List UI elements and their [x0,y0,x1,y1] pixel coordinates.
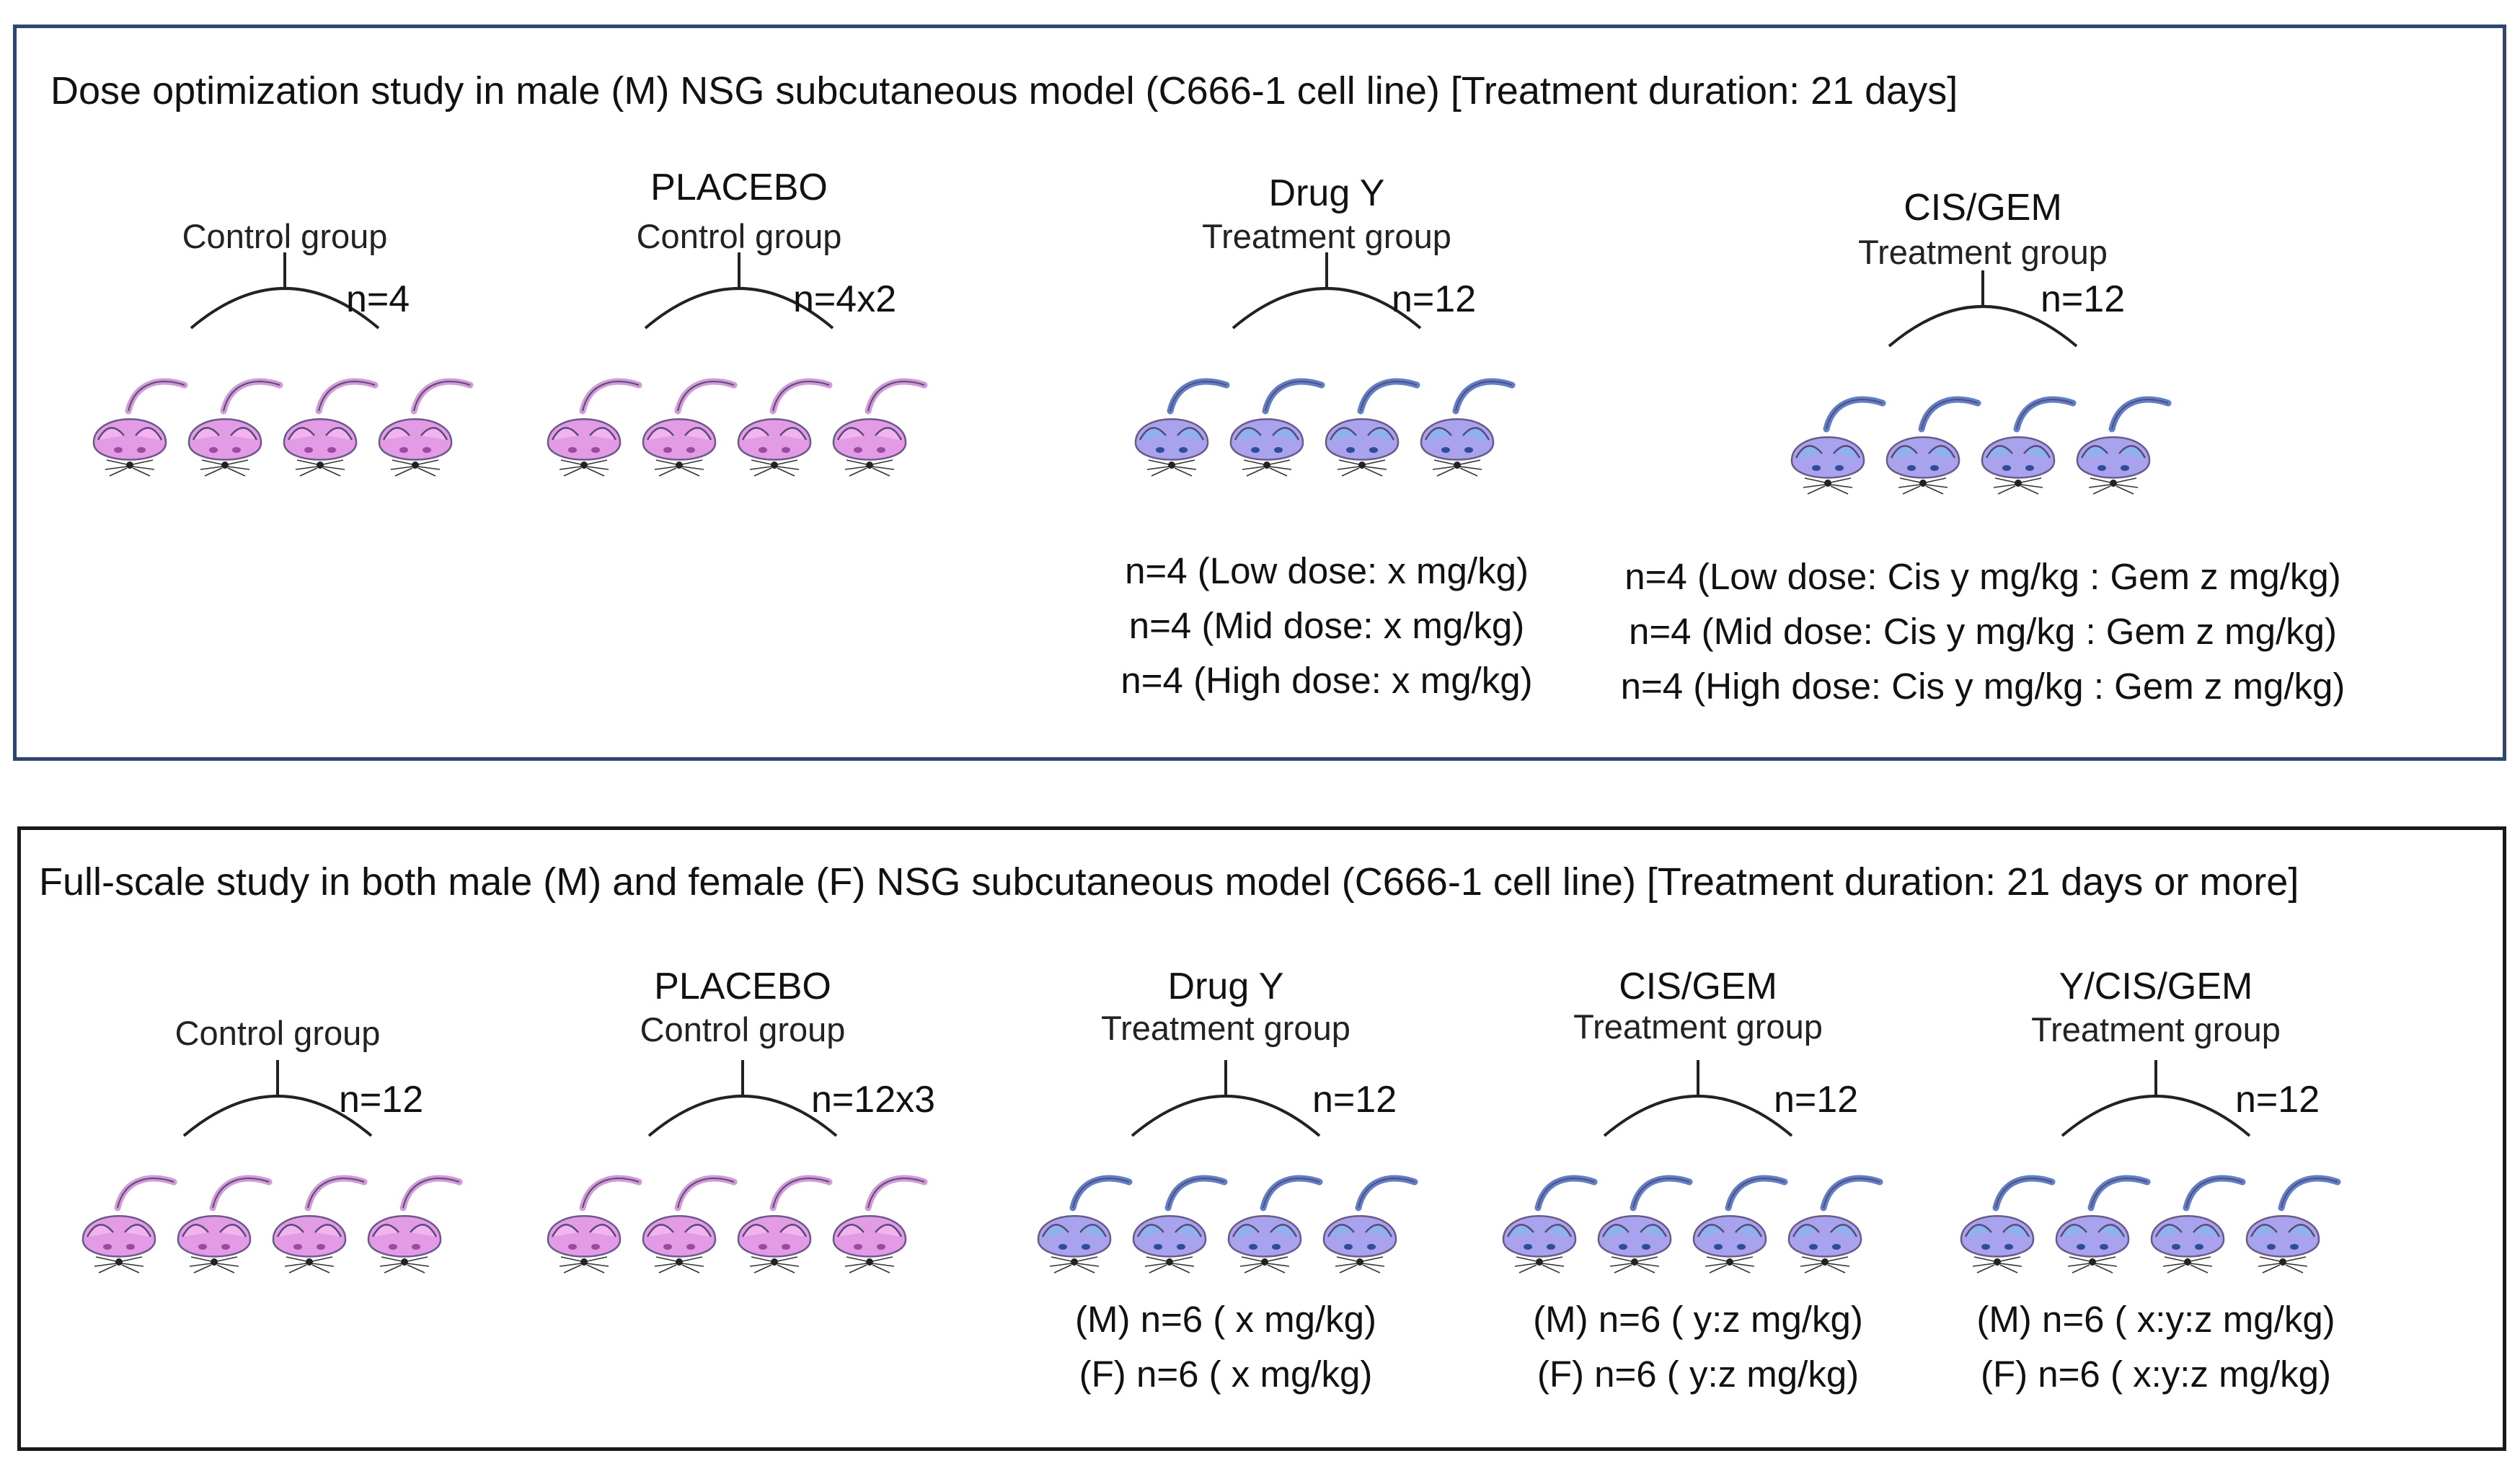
mouse-icon [1885,396,1981,495]
group-subheading: Treatment group [1101,1009,1350,1047]
mouse-icon [2150,1175,2246,1274]
bracket-icon [644,252,834,330]
group-subheading: Treatment group [2031,1010,2281,1049]
sample-size-label: n=12 [2235,1079,2320,1121]
group-subheading: Treatment group [1202,217,1451,255]
group-subheading: Treatment group [1858,233,2108,271]
mouse-icon [2245,1175,2341,1274]
mouse-icon [642,378,738,477]
mouse-icon [547,1175,642,1274]
dose-line: (M) n=6 ( x:y:z mg/kg) [1976,1299,2335,1340]
mouse-icon [1502,1175,1598,1274]
bracket-icon [1232,252,1422,330]
group-heading: Drug Y [1167,966,1284,1007]
sample-size-label: n=12 [1312,1079,1397,1121]
mouse-icon [737,1175,833,1274]
group-subheading: Control group [174,1014,381,1052]
mouse-icon [1322,1175,1418,1274]
mouse-icon [2076,396,2172,495]
mouse-icon [81,1175,177,1274]
mouse-icon [1692,1175,1788,1274]
mouse-icon [1325,378,1420,477]
mouse-icon [1420,378,1516,477]
panel-1-title: Dose optimization study in male (M) NSG … [50,69,1958,112]
dose-line: n=4 (Mid dose: Cis y mg/kg : Gem z mg/kg… [1628,611,2338,652]
mouse-icon [1960,1175,2056,1274]
mouse-icon [1132,1175,1228,1274]
mouse-icon [832,378,928,477]
group-subheading: Treatment group [1573,1007,1823,1046]
mouse-icon [378,378,474,477]
dose-line: (M) n=6 ( y:z mg/kg) [1533,1299,1863,1340]
sample-size-label: n=4x2 [793,278,897,320]
sample-size-label: n=12 [339,1079,424,1121]
group-subheading: Control group [636,217,842,255]
dose-line: n=4 (High dose: Cis y mg/kg : Gem z mg/k… [1620,666,2346,707]
sample-size-label: n=12 [2041,278,2126,320]
group-subheading: Control group [640,1010,846,1049]
mouse-icon [1037,1175,1133,1274]
group-heading: PLACEBO [650,167,828,208]
mouse-icon [1981,396,2077,495]
mouse-icon [1597,1175,1693,1274]
mouse-icon [1790,396,1886,495]
mouse-icon [1229,378,1325,477]
bracket-icon [1888,270,2078,348]
dose-line: (F) n=6 ( y:z mg/kg) [1537,1354,1860,1395]
dose-optimization-panel [13,25,2506,761]
bracket-icon [182,1060,373,1137]
bracket-icon [2061,1060,2251,1137]
mouse-icon [272,1175,368,1274]
bracket-icon [190,252,380,330]
mouse-icon [187,378,283,477]
dose-line: (F) n=6 ( x mg/kg) [1079,1354,1373,1395]
group-heading: Y/CIS/GEM [2059,966,2253,1007]
panel-2-title: Full-scale study in both male (M) and fe… [39,860,2299,904]
group-heading: Drug Y [1268,172,1385,214]
full-scale-study-panel [17,826,2506,1451]
mouse-icon [737,378,833,477]
mouse-icon [1787,1175,1883,1274]
group-heading: CIS/GEM [1619,966,1777,1007]
mouse-icon [832,1175,928,1274]
mouse-icon [1134,378,1230,477]
dose-line: n=4 (Low dose: Cis y mg/kg : Gem z mg/kg… [1624,556,2341,597]
mouse-icon [1227,1175,1323,1274]
bracket-icon [647,1060,838,1137]
mouse-icon [2055,1175,2151,1274]
dose-line: n=4 (Mid dose: x mg/kg) [1128,605,1525,646]
group-heading: CIS/GEM [1904,187,2062,229]
dose-line: (M) n=6 ( x mg/kg) [1075,1299,1376,1340]
mouse-icon [283,378,379,477]
mouse-icon [92,378,188,477]
group-subheading: Control group [182,217,388,255]
group-heading: PLACEBO [654,966,831,1007]
mouse-icon [547,378,642,477]
sample-size-label: n=12 [1392,278,1477,320]
dose-line: n=4 (High dose: x mg/kg) [1120,660,1533,701]
dose-line: n=4 (Low dose: x mg/kg) [1125,550,1529,591]
bracket-icon [1603,1060,1793,1137]
bracket-icon [1131,1060,1321,1137]
dose-line: (F) n=6 ( x:y:z mg/kg) [1981,1354,2331,1395]
sample-size-label: n=4 [346,278,410,320]
mouse-icon [642,1175,738,1274]
sample-size-label: n=12x3 [811,1079,936,1121]
mouse-icon [367,1175,463,1274]
mouse-icon [177,1175,273,1274]
sample-size-label: n=12 [1774,1079,1859,1121]
